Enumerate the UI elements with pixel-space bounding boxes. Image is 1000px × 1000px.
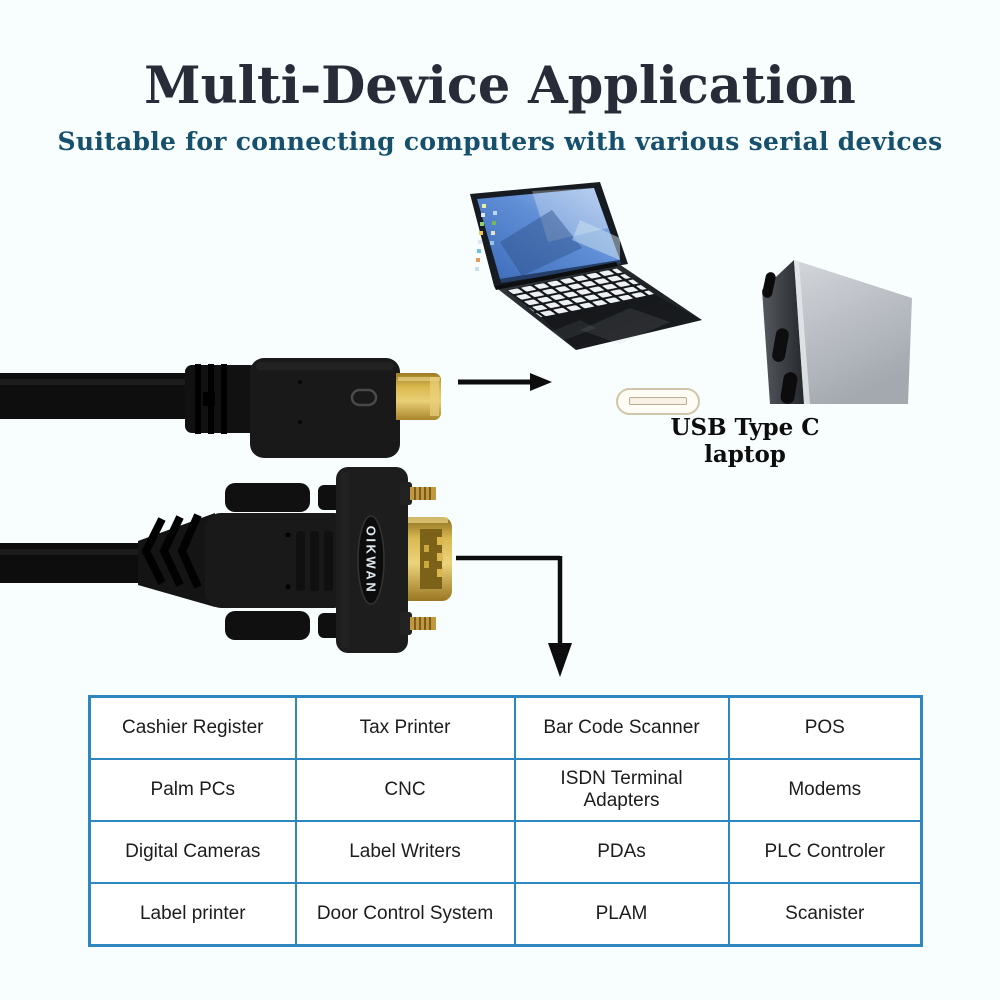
thumbscrew-top: [400, 482, 436, 505]
table-cell: Modems: [727, 758, 923, 822]
laptop-photo: [470, 182, 702, 350]
side-ports: [762, 272, 798, 404]
table-cell: CNC: [294, 758, 516, 822]
table-cell: Bar Code Scanner: [513, 695, 730, 760]
usb-logo-icon: [350, 388, 378, 407]
arrow-right-icon: [458, 373, 552, 391]
table-cell: Label printer: [88, 882, 297, 947]
usb-c-port-slot: [629, 397, 687, 405]
table-row: Cashier Register Tax Printer Bar Code Sc…: [88, 695, 923, 760]
table-cell: PDAs: [513, 820, 730, 884]
usb-c-connector: [0, 358, 441, 458]
table-cell: ISDN Terminal Adapters: [513, 758, 730, 822]
table-cell: Label Writers: [294, 820, 516, 884]
laptop-top-surface: [794, 260, 912, 404]
table-cell: Cashier Register: [88, 695, 297, 760]
laptop-lid: [470, 182, 628, 286]
usb-c-cable-photo: [0, 358, 552, 458]
table-cell: Tax Printer: [294, 695, 516, 760]
db9-connector: OIKWAN: [0, 467, 452, 653]
thumbscrew-bottom: [400, 612, 436, 635]
laptop-base: [494, 262, 702, 350]
table-cell: Palm PCs: [88, 758, 297, 822]
laptop-corner-photo: [762, 260, 912, 404]
table-cell: PLAM: [513, 882, 730, 947]
table-cell: Door Control System: [294, 882, 516, 947]
db9-serial-connector-photo: OIKWAN: [0, 467, 572, 677]
arrow-down-icon: [456, 555, 572, 677]
table-row: Palm PCs CNC ISDN Terminal Adapters Mode…: [88, 758, 923, 822]
table-cell: Digital Cameras: [88, 820, 297, 884]
usb-c-port-icon: [616, 388, 700, 415]
device-table: Cashier Register Tax Printer Bar Code Sc…: [88, 695, 923, 947]
table-cell: PLC Controler: [727, 820, 923, 884]
page-title: Multi-Device Application: [144, 56, 856, 116]
desktop-icons: [475, 204, 497, 271]
page-subtitle: Suitable for connecting computers with v…: [57, 127, 943, 156]
db9-gold-shell: [408, 517, 452, 601]
usb-caption: USB Type C laptop: [670, 414, 820, 468]
connector-brand-label: OIKWAN: [364, 526, 379, 594]
usb-c-gold-tip: [396, 373, 441, 420]
table-row: Label printer Door Control System PLAM S…: [88, 882, 923, 947]
table-cell: POS: [727, 695, 923, 760]
table-cell: Scanister: [727, 882, 923, 947]
table-row: Digital Cameras Label Writers PDAs PLC C…: [88, 820, 923, 884]
